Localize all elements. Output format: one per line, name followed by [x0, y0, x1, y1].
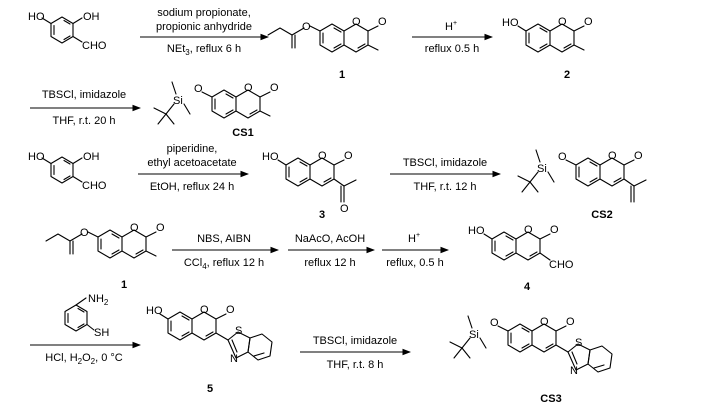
condition-above: NaAcO, AcOH — [295, 233, 365, 245]
condition-above: H+ — [445, 20, 457, 33]
atom-si: Si — [173, 95, 183, 107]
atom-si: Si — [469, 329, 479, 341]
atom-o: O — [194, 83, 203, 95]
condition-above: TBSCl, imidazole — [403, 157, 487, 169]
atom-o: O — [524, 224, 533, 236]
atom-o: O — [302, 21, 311, 33]
group-cho: CHO — [549, 259, 574, 271]
condition-above: ethyl acetoacetate — [147, 157, 236, 169]
row-3: HO OH CHO piperidine, ethyl acetoacetate… — [28, 143, 647, 221]
condition-below: reflux, 0.5 h — [386, 257, 443, 269]
compound-label: 5 — [207, 383, 213, 395]
atom-s: S — [575, 337, 582, 349]
salicylaldehyde-structure — [41, 156, 83, 184]
atom-n: N — [230, 353, 238, 365]
condition-below: HCl, H2O2, 0 °C — [45, 352, 123, 366]
condition-above: propionic anhydride — [156, 21, 252, 33]
atom-o: O — [634, 150, 643, 162]
atom-o: O — [550, 224, 559, 236]
compound-label: 1 — [121, 279, 127, 291]
atom-o: O — [340, 203, 349, 215]
compound-1-structure — [267, 23, 379, 53]
atom-o: O — [270, 82, 279, 94]
compound-cs1-structure — [201, 89, 271, 119]
atom-o: O — [156, 222, 165, 234]
compound-cs3-structure — [497, 323, 613, 373]
group-nh2: NH2 — [88, 293, 109, 307]
compound-label: CS3 — [540, 393, 561, 405]
condition-below: reflux 0.5 h — [425, 43, 479, 55]
group-sh: SH — [94, 327, 109, 339]
condition-above: H+ — [408, 232, 420, 245]
group-ho: HO — [146, 305, 163, 317]
atom-o: O — [608, 150, 617, 162]
condition-below: NEt3, reflux 6 h — [167, 43, 241, 57]
aminothiophenol-structure — [64, 297, 95, 332]
atom-o: O — [558, 16, 567, 28]
compound-5-structure — [159, 311, 273, 361]
compound-label: 4 — [524, 281, 531, 293]
row-2: TBSCl, imidazole THF, r.t. 20 h Si O O O… — [30, 81, 279, 139]
atom-o: O — [584, 16, 593, 28]
atom-o: O — [566, 316, 575, 328]
compound-3-structure — [277, 157, 357, 203]
atom-o: O — [558, 151, 567, 163]
atom-o: O — [80, 227, 89, 239]
compound-cs2-structure — [565, 157, 647, 203]
atom-o: O — [378, 16, 387, 28]
row-1: HO OH CHO sodium propionate, propionic a… — [28, 7, 593, 81]
condition-above: piperidine, — [167, 143, 218, 155]
condition-above: TBSCl, imidazole — [313, 335, 397, 347]
group-oh: OH — [83, 151, 100, 163]
atom-o: O — [318, 150, 327, 162]
condition-below: EtOH, reflux 24 h — [150, 181, 234, 193]
condition-above: sodium propionate, — [157, 7, 251, 19]
salicylaldehyde-structure — [41, 16, 83, 44]
row-5: NH2 SH HCl, H2O2, 0 °C HO O O S N 5 TBSC… — [30, 293, 613, 405]
group-ho: HO — [502, 17, 519, 29]
compound-label: 2 — [564, 69, 570, 81]
tbs-group — [517, 149, 555, 193]
group-ho: HO — [468, 225, 485, 237]
condition-below: THF, r.t. 20 h — [53, 115, 116, 127]
atom-o: O — [200, 304, 209, 316]
atom-o: O — [226, 304, 235, 316]
atom-o: O — [344, 150, 353, 162]
atom-n: N — [570, 365, 578, 377]
group-cho: CHO — [82, 40, 107, 52]
condition-below: reflux 12 h — [304, 257, 355, 269]
atom-o: O — [352, 16, 361, 28]
compound-1-structure — [45, 229, 157, 259]
compound-label: CS2 — [591, 209, 612, 221]
condition-below: CCl4, reflux 12 h — [184, 257, 264, 271]
atom-o: O — [130, 222, 139, 234]
compound-label: 3 — [319, 209, 325, 221]
group-cho: CHO — [82, 180, 107, 192]
compound-label: 1 — [339, 69, 345, 81]
condition-below: THF, r.t. 12 h — [414, 181, 477, 193]
atom-si: Si — [537, 163, 547, 175]
row-4: O O O 1 NBS, AIBN CCl4, reflux 12 h NaAc… — [45, 222, 574, 293]
condition-above: NBS, AIBN — [197, 233, 251, 245]
group-ho: HO — [28, 151, 45, 163]
compound-label: CS1 — [232, 127, 253, 139]
compound-4-structure — [483, 231, 551, 261]
atom-o: O — [540, 316, 549, 328]
condition-above: TBSCl, imidazole — [42, 89, 126, 101]
tbs-group — [449, 315, 487, 359]
group-oh: OH — [83, 11, 100, 23]
atom-o: O — [244, 82, 253, 94]
tbs-group — [153, 81, 191, 125]
group-ho: HO — [262, 151, 279, 163]
compound-2-structure — [517, 23, 585, 53]
group-ho: HO — [28, 11, 45, 23]
atom-s: S — [235, 325, 242, 337]
atom-o: O — [490, 317, 499, 329]
condition-below: THF, r.t. 8 h — [327, 359, 384, 371]
